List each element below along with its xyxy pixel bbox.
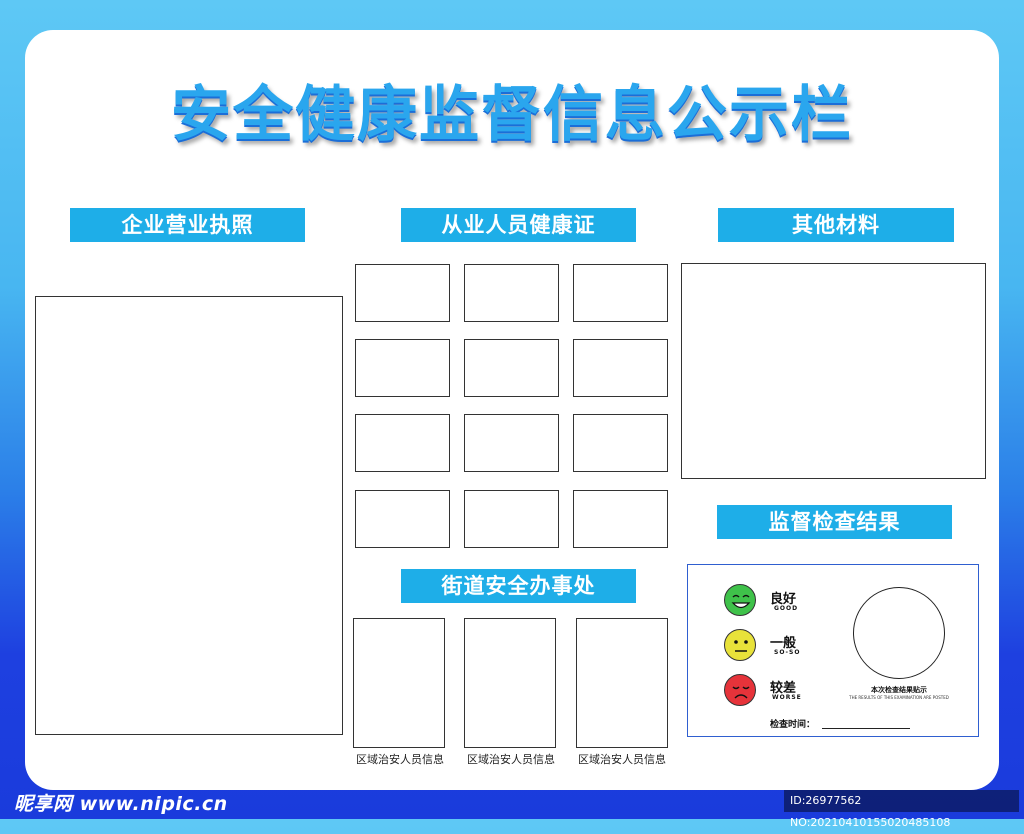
label-other-materials: 其他材料 [718, 208, 954, 242]
certificate-slot [464, 264, 559, 322]
result-stamp-circle [853, 587, 945, 679]
street-staff-frame [576, 618, 668, 748]
label-inspection-results: 监督检查结果 [717, 505, 952, 539]
rating-good-label: 良好 [770, 592, 797, 607]
certificate-slot [355, 490, 450, 548]
label-health-certificates: 从业人员健康证 [401, 208, 636, 242]
inspection-time-label: 检查时间： [770, 720, 816, 730]
inspection-time-line [822, 728, 910, 729]
certificate-slot [355, 414, 450, 472]
street-staff-caption: 区域治安人员信息 [467, 753, 555, 766]
rating-worse-label: 较差 [770, 681, 797, 696]
watermark-id: ID:26977562 NO:20210410155020485108 [784, 790, 1019, 829]
certificate-slot [464, 490, 559, 548]
other-materials-frame [681, 263, 986, 479]
certificate-slot [464, 339, 559, 397]
certificate-slot [355, 339, 450, 397]
neutral-face-icon [724, 629, 756, 661]
rating-soso-label: 一般 [770, 636, 797, 651]
certificate-slot [464, 414, 559, 472]
street-staff-frame [353, 618, 445, 748]
label-business-license: 企业营业执照 [70, 208, 305, 242]
label-street-office: 街道安全办事处 [401, 569, 636, 603]
street-staff-frame [464, 618, 556, 748]
rating-worse-sublabel: WORSE [772, 694, 802, 701]
inspection-result-box: 良好 GOOD 一般 SO-SO 较差 WORSE 本次检查结果贴示 THE R… [687, 564, 979, 737]
certificate-slot [573, 339, 668, 397]
stamp-subcaption: THE RESULTS OF THIS EXAMINATION ARE POST… [849, 695, 949, 700]
watermark-site: 昵享网 www.nipic.cn [14, 793, 228, 815]
stamp-caption: 本次检查结果贴示 [871, 686, 927, 694]
certificate-slot [573, 490, 668, 548]
certificate-slot [355, 264, 450, 322]
street-staff-caption: 区域治安人员信息 [578, 753, 666, 766]
business-license-frame [35, 296, 343, 735]
rating-good-sublabel: GOOD [774, 605, 799, 612]
board-title: 安全健康监督信息公示栏 [171, 80, 853, 150]
sad-face-icon [724, 674, 756, 706]
certificate-slot [573, 414, 668, 472]
street-staff-caption: 区域治安人员信息 [356, 753, 444, 766]
rating-soso-sublabel: SO-SO [774, 649, 801, 656]
certificate-slot [573, 264, 668, 322]
smiling-face-icon [724, 584, 756, 616]
